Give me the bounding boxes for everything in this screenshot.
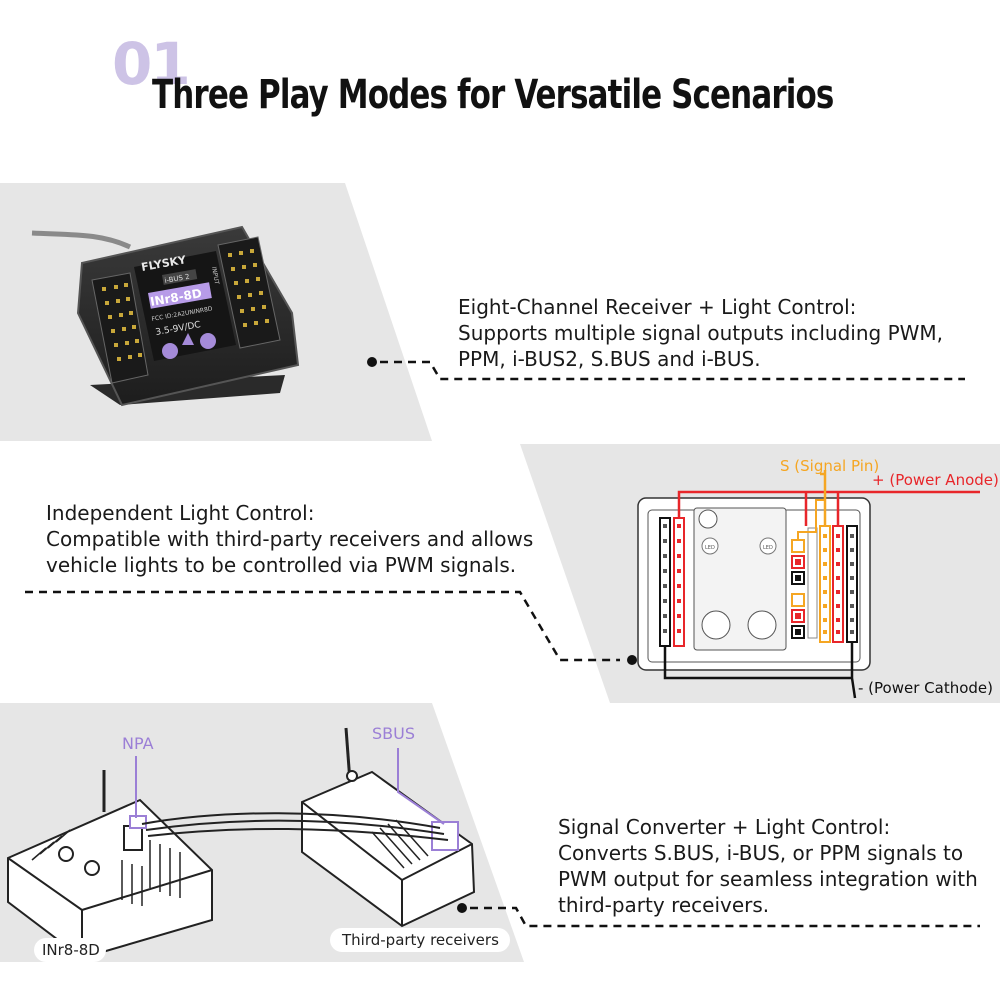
receiver-device-image: FLYSKY i-BUS 2 INr8-8D FCC ID:2A2UNINR8D… <box>31 225 300 407</box>
leader-line-section1 <box>367 357 965 381</box>
leader-line-section2 <box>25 590 637 665</box>
signal-pin-label: S (Signal Pin) <box>780 457 880 475</box>
antenna <box>31 230 132 250</box>
feature-signal-converter-line1: Converts S.BUS, i-BUS, or PPM signals to <box>558 841 964 865</box>
right-device-label-bg <box>330 928 510 952</box>
left-device-label-bg <box>34 938 106 962</box>
anode-wire <box>677 490 980 526</box>
power-cathode-label: - (Power Cathode) <box>858 679 993 697</box>
feature-eight-channel-line1: Supports multiple signal outputs includi… <box>458 321 944 345</box>
right-pin-header <box>217 236 281 349</box>
sbus-callout-line <box>397 748 445 825</box>
wiring-diagram: LED LED <box>637 470 980 699</box>
left-receiver-drawing <box>7 770 213 960</box>
sbus-label: SBUS <box>372 724 415 743</box>
cathode-wire <box>663 642 857 699</box>
npa-label: NPA <box>122 734 154 753</box>
receiver-label-panel: FLYSKY i-BUS 2 INr8-8D FCC ID:2A2UNINR8D… <box>134 251 236 361</box>
feature-signal-converter-line2: PWM output for seamless integration with <box>558 867 978 891</box>
signal-wire <box>820 470 827 526</box>
converter-illustration <box>7 727 510 962</box>
left-header-pins <box>659 517 685 647</box>
led-label-1: LED <box>705 545 715 551</box>
feature-independent-light: Independent Light Control: Compatible wi… <box>46 500 533 578</box>
left-device-label: INr8-8D <box>42 941 100 959</box>
light-connectors <box>791 539 805 639</box>
feature-signal-converter-heading: Signal Converter + Light Control: <box>558 815 891 839</box>
page-title: Three Play Modes for Versatile Scenarios <box>152 72 834 118</box>
third-party-receiver-drawing <box>301 727 476 928</box>
feature-eight-channel-line2: PPM, i-BUS2, S.BUS and i-BUS. <box>458 347 761 371</box>
signal-wire-branch <box>797 499 825 540</box>
feature-independent-light-line1: Compatible with third-party receivers an… <box>46 527 534 551</box>
feature-eight-channel-heading: Eight-Channel Receiver + Light Control: <box>458 295 857 319</box>
input-side-text: INPUT <box>210 266 220 285</box>
feature-signal-converter: Signal Converter + Light Control: Conver… <box>558 814 978 918</box>
feature-independent-light-heading: Independent Light Control: <box>46 501 315 525</box>
right-header-pins <box>807 525 858 643</box>
feature-signal-converter-line3: third-party receivers. <box>558 893 770 917</box>
right-device-label: Third-party receivers <box>342 931 499 949</box>
feature-eight-channel: Eight-Channel Receiver + Light Control: … <box>458 294 943 372</box>
power-anode-label: + (Power Anode) <box>872 471 999 489</box>
leader-line-section3 <box>457 903 980 928</box>
feature-independent-light-line2: vehicle lights to be controlled via PWM … <box>46 553 517 577</box>
left-pin-header <box>91 272 149 384</box>
led-label-2: LED <box>763 545 773 551</box>
converter-cables <box>141 812 449 841</box>
section-number: 01 <box>112 30 191 98</box>
